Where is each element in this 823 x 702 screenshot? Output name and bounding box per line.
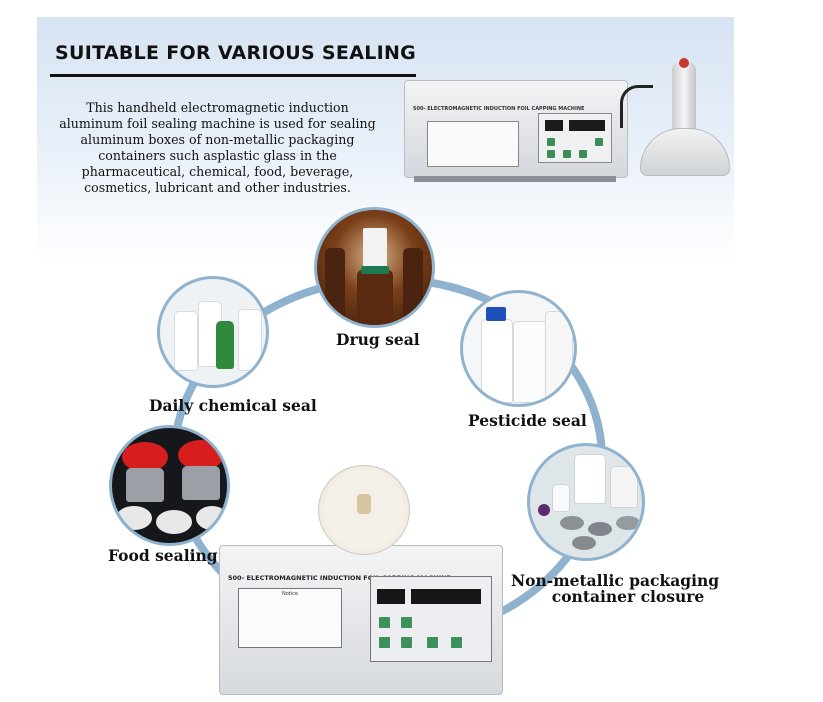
control-panel [370, 576, 492, 662]
handheld-coil-handle [672, 62, 696, 140]
metal-neck [126, 468, 164, 502]
page-title: SUITABLE FOR VARIOUS SEALING [55, 42, 417, 64]
control-button [379, 617, 390, 628]
food-sealing-label: Food sealing [108, 546, 218, 565]
bottle [481, 319, 513, 403]
timer-display [377, 589, 405, 604]
drug-seal-label: Drug seal [336, 330, 420, 349]
bottle [174, 311, 198, 371]
control-button [547, 138, 555, 146]
purple-cap [538, 504, 550, 516]
green-ring [361, 266, 389, 274]
pesticide-seal-label: Pesticide seal [468, 411, 587, 430]
sealing-machine-bottom-image: 500- ELECTROMAGNETIC INDUCTION FOIL CAPP… [219, 545, 503, 695]
closure-label: Non-metallic packaging container closure [511, 573, 719, 605]
daily-chemical-photo [157, 276, 269, 388]
daily-chemical-seal-label: Daily chemical seal [149, 396, 317, 415]
sealing-head-disc [318, 465, 410, 555]
control-button [401, 617, 412, 628]
handle-cap [679, 58, 689, 68]
bottle [403, 248, 423, 325]
sealing-machine-top-image: 500- ELECTROMAGNETIC INDUCTION FOIL CAPP… [404, 80, 628, 184]
liner-disc [572, 536, 596, 550]
closure-label-line1: Non-metallic packaging [511, 571, 720, 590]
bottle [325, 248, 345, 325]
notice-panel [427, 121, 519, 167]
foil-disc [156, 510, 192, 534]
bottle [357, 270, 393, 325]
liner-disc [616, 516, 640, 530]
small-bottle [552, 484, 570, 512]
pesticide-seal-photo [460, 290, 577, 407]
control-button [451, 637, 462, 648]
bottle [545, 311, 573, 399]
counter-display [569, 120, 605, 131]
closure-label-line2: container closure [551, 587, 705, 606]
drug-seal-photo [314, 207, 435, 328]
timer-display [545, 120, 563, 131]
liner-disc [588, 522, 612, 536]
bottle [513, 321, 549, 403]
notice-heading: Notice [282, 591, 298, 597]
counter-display [411, 589, 481, 604]
red-cap [122, 442, 168, 472]
food-sealing-photo [109, 425, 230, 546]
red-cap [178, 440, 224, 470]
bottle [574, 454, 606, 504]
foil-disc [116, 506, 152, 530]
control-button [563, 150, 571, 158]
liner-disc [560, 516, 584, 530]
control-button [379, 637, 390, 648]
notice-panel: Notice [238, 588, 342, 648]
bottle [610, 466, 638, 508]
green-bottle [216, 321, 234, 369]
foil-disc [196, 506, 227, 530]
control-button [401, 637, 412, 648]
product-description: This handheld electromagnetic induction … [59, 100, 376, 195]
metal-neck [182, 466, 220, 500]
container-closure-photo [527, 443, 645, 561]
machine-panel-title: 500- ELECTROMAGNETIC INDUCTION FOIL CAPP… [228, 574, 451, 582]
machine-panel-title: 500- ELECTROMAGNETIC INDUCTION FOIL CAPP… [413, 106, 585, 112]
bottle [238, 309, 262, 371]
blue-cap [486, 307, 506, 321]
control-button [579, 150, 587, 158]
control-button [427, 637, 438, 648]
cable [620, 85, 653, 128]
control-button [595, 138, 603, 146]
spray-cap [363, 228, 387, 270]
title-underline [50, 74, 416, 77]
control-button [547, 150, 555, 158]
machine-body: 500- ELECTROMAGNETIC INDUCTION FOIL CAPP… [404, 80, 628, 178]
center-hole [357, 494, 371, 514]
control-panel [538, 113, 612, 163]
machine-base [414, 176, 616, 182]
